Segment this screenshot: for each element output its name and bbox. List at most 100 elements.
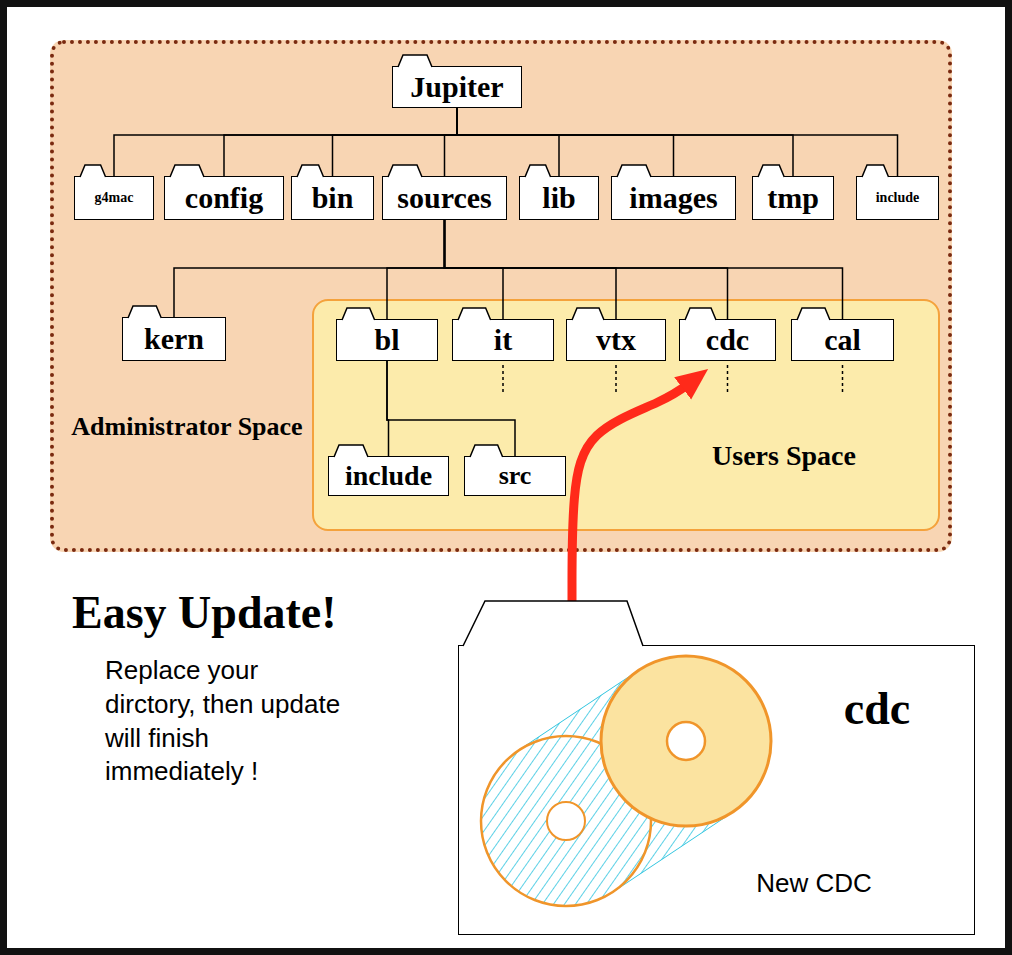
folder-tab [797,307,832,320]
text-holder: cdc [797,684,957,735]
users-space-region: bl it vtx cdc cal include src Users Space [312,299,940,531]
folder-tab [297,164,326,177]
tree-line [445,220,504,319]
folder-tab [470,444,505,457]
folder-tab [170,164,206,177]
folder-tab-outline [572,308,604,320]
folder-name: cal [824,325,861,355]
folder-name: bin [312,183,354,213]
folder-box: cal [791,319,894,361]
folder-box: config [164,176,284,220]
tree-line [457,108,898,176]
tree-line [114,108,457,176]
folder-tab-outline [862,165,889,177]
tree-line [387,361,389,456]
folder-tab [572,307,606,320]
folder-tab-outline [398,55,432,67]
text-holder: Administrator Space [62,410,312,444]
folder-tab-outline [170,165,204,177]
folder-box: src [464,456,566,496]
folder-tab [334,444,370,457]
folder-tab-outline [525,165,551,177]
tree-line [445,220,728,319]
continuation-dots [502,365,504,395]
folder-tab [862,164,891,177]
region-label: Users Space [712,439,856,473]
folder-tab-outline [388,165,422,177]
continuation-dots [615,365,617,395]
folder-tab-outline [617,165,651,177]
continuation-dots [727,365,729,395]
tree-line [224,108,457,176]
folder-name: include [345,462,432,490]
folder-tab [342,307,377,320]
folder-box: bl [336,319,438,361]
tree-line [445,108,458,176]
folder-name: vtx [596,325,636,355]
folder-tab [398,54,434,67]
text-holder: New CDC [714,868,914,899]
folder-box: it [452,319,554,361]
folder-box: bin [291,176,374,220]
headline: Easy Update! [72,588,337,639]
tree-line [457,108,559,176]
folder-box: cdc [679,319,776,361]
folder-name: Jupiter [410,72,503,102]
tree-line [457,108,674,176]
folder-name: images [629,183,717,213]
folder-box: include [856,176,939,220]
folder-box: g4mac [74,176,154,220]
folder-name: g4mac [95,191,134,205]
folder-tab-outline [458,308,491,320]
text-holder: Users Space [666,439,902,473]
admin-space-region: Jupiter g4mac config bin sources lib images tmp… [50,40,952,552]
folder-name: include [876,191,920,205]
folder-box: vtx [566,319,666,361]
folder-box: sources [382,176,507,220]
folder-name: kern [144,324,204,354]
folder-tab [525,164,553,177]
folder-tab [758,164,786,177]
folder-tab-outline [470,445,503,457]
folder-tab-outline [797,308,830,320]
folder-tab [461,600,651,646]
folder-name: sources [397,183,491,213]
folder-name: config [185,183,263,213]
folder-tab [388,164,424,177]
tree-line [387,220,445,319]
folder-label: cdc [844,684,910,735]
tree-line [445,220,617,319]
folder-tab-outline [758,165,784,177]
folder-box: tmp [752,176,834,220]
folder-tab-outline [80,165,106,177]
folder-tab [458,307,493,320]
folder-name: it [494,325,512,355]
folder-name: bl [374,325,399,355]
folder-tab-outline [342,308,375,320]
folder-tab [80,164,108,177]
folder-name: src [499,463,532,489]
folder-name: tmp [767,183,819,213]
folder-tab-outline [685,308,716,320]
folder-box: kern [122,317,226,361]
folder-name: cdc [706,325,749,355]
folder-box: Jupiter [392,66,522,108]
continuation-dots [842,365,844,395]
tree-line [457,108,793,176]
folder-tab [685,307,718,320]
folder-tab [617,164,653,177]
tree-line [445,220,843,319]
folder-tab [128,305,163,318]
folder-tab-outline [128,306,161,318]
folder-tab-outline [463,601,643,646]
folder-tab-outline [334,445,368,457]
folder-tab-outline [297,165,324,177]
region-label: Administrator Space [71,410,302,444]
folder-box: images [611,176,736,220]
note-text: Replace your dirctory, then update will … [105,654,350,789]
update-folder: cdcNew CDC [458,645,975,935]
update-arrow [572,381,692,601]
folder-name: lib [542,183,575,213]
tree-line [333,108,458,176]
